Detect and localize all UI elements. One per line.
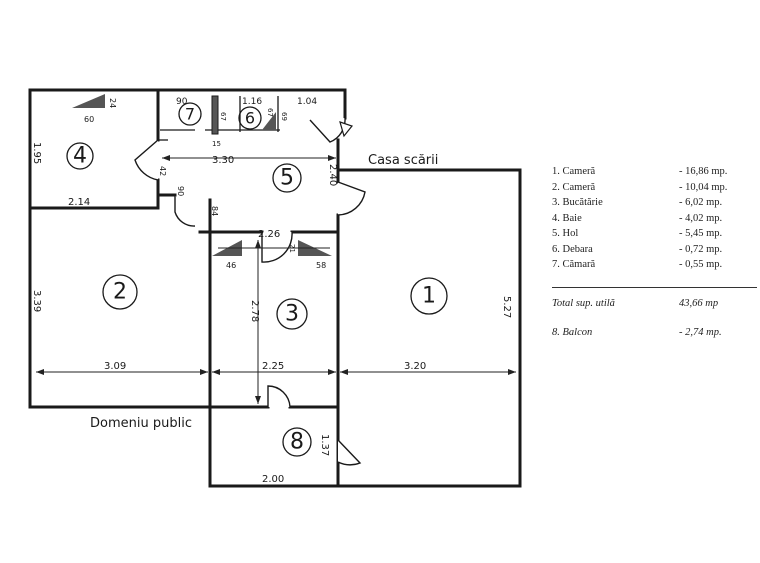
legend-value: - 0,55 mp. (679, 259, 723, 270)
room-number-2: 2 (113, 280, 127, 305)
dim-bath-height: 1.95 (31, 142, 42, 164)
total-label: Total sup. utilă (552, 297, 615, 309)
legend-row: 7. Cămară - 0,55 mp. (552, 257, 757, 273)
room-number-8: 8 (290, 430, 304, 455)
legend-value: - 6,02 mp. (679, 197, 723, 208)
legend-label: 7. Cămară (552, 259, 596, 270)
dimension-lines (36, 155, 516, 404)
dim-balcony-height: 1.37 (319, 434, 330, 456)
dim-hall-height: 2.40 (327, 164, 338, 186)
legend-value: - 0,72 mp. (679, 243, 723, 255)
dim-room2-width: 3.09 (104, 361, 126, 372)
dim-kitchen-height: 2.78 (249, 300, 260, 322)
dim-60: 60 (84, 115, 94, 124)
legend-row: 5. Hol - 5,45 mp. (552, 226, 757, 242)
balcony-value: - 2,74 mp. (679, 327, 722, 338)
room-number-4: 4 (73, 144, 87, 169)
legend-row: 3. Bucătărie - 6,02 mp. (552, 195, 757, 211)
dim-90b: 90 (176, 186, 185, 196)
dim-24: 24 (108, 98, 117, 108)
dim-116: 1.16 (242, 97, 262, 107)
legend-value: - 5,45 mp. (679, 228, 723, 239)
dim-balcony-width: 2.00 (262, 474, 284, 485)
legend-label: 3. Bucătărie (552, 197, 603, 208)
dim-room1-width: 3.20 (404, 361, 426, 372)
dim-69: 69 (280, 112, 288, 121)
dim-kitchen-width: 2.25 (262, 361, 284, 372)
room-number-6: 6 (245, 109, 255, 128)
staircase-label: Casa scării (368, 153, 438, 168)
dim-46: 46 (226, 261, 236, 270)
dim-67b: 67 (266, 108, 274, 117)
dim-room2-height: 3.39 (31, 290, 42, 312)
room-number-1: 1 (422, 284, 436, 309)
legend-value: - 4,02 mp. (679, 212, 723, 224)
dim-90: 90 (176, 97, 188, 107)
room-numbers: 4 7 6 5 2 3 1 8 (66, 102, 448, 457)
dim-room1-height: 5.27 (501, 296, 512, 318)
public-domain-label: Domeniu public (90, 416, 192, 431)
dim-bath-width: 2.14 (68, 197, 90, 208)
dim-kitchen-top: 2.26 (258, 229, 280, 240)
balcony-label: 8. Balcon (552, 327, 593, 338)
legend-label: 2. Cameră (552, 181, 596, 193)
dim-hall-width: 3.30 (212, 155, 234, 166)
dim-104: 1.04 (297, 97, 317, 107)
dim-42: 42 (158, 166, 167, 176)
dim-67a: 67 (219, 112, 227, 121)
dim-58: 58 (316, 261, 326, 270)
legend-row: 2. Cameră - 10,04 mp. (552, 180, 757, 196)
doors (134, 117, 366, 466)
legend-label: 1. Cameră (552, 166, 596, 177)
legend-value: - 16,86 mp. (679, 166, 728, 177)
legend-row: 6. Debara - 0,72 mp. (552, 242, 757, 258)
legend-row: 4. Baie - 4,02 mp. (552, 211, 757, 227)
area-legend: 1. Cameră - 16,86 mp. 2. Cameră - 10,04 … (552, 164, 757, 341)
dim-21: 21 (288, 244, 296, 253)
legend-balcony: 8. Balcon - 2,74 mp. (552, 325, 757, 341)
room-number-5: 5 (280, 166, 294, 191)
legend-value: - 10,04 mp. (679, 181, 728, 193)
legend-label: 4. Baie (552, 212, 582, 224)
dimension-labels: 3.30 2.40 2.14 1.95 3.09 3.39 2.26 2.78 … (31, 97, 512, 485)
legend-total: Total sup. utilă 43,66 mp (552, 286, 757, 312)
legend-label: 5. Hol (552, 228, 579, 239)
legend-label: 6. Debara (552, 243, 593, 255)
legend-row: 1. Cameră - 16,86 mp. (552, 164, 757, 180)
room-number-7: 7 (185, 105, 195, 124)
total-value: 43,66 mp (679, 297, 719, 309)
walls (28, 88, 522, 488)
dim-15: 15 (212, 140, 221, 148)
dim-84: 84 (210, 206, 219, 216)
room-number-3: 3 (285, 302, 299, 327)
